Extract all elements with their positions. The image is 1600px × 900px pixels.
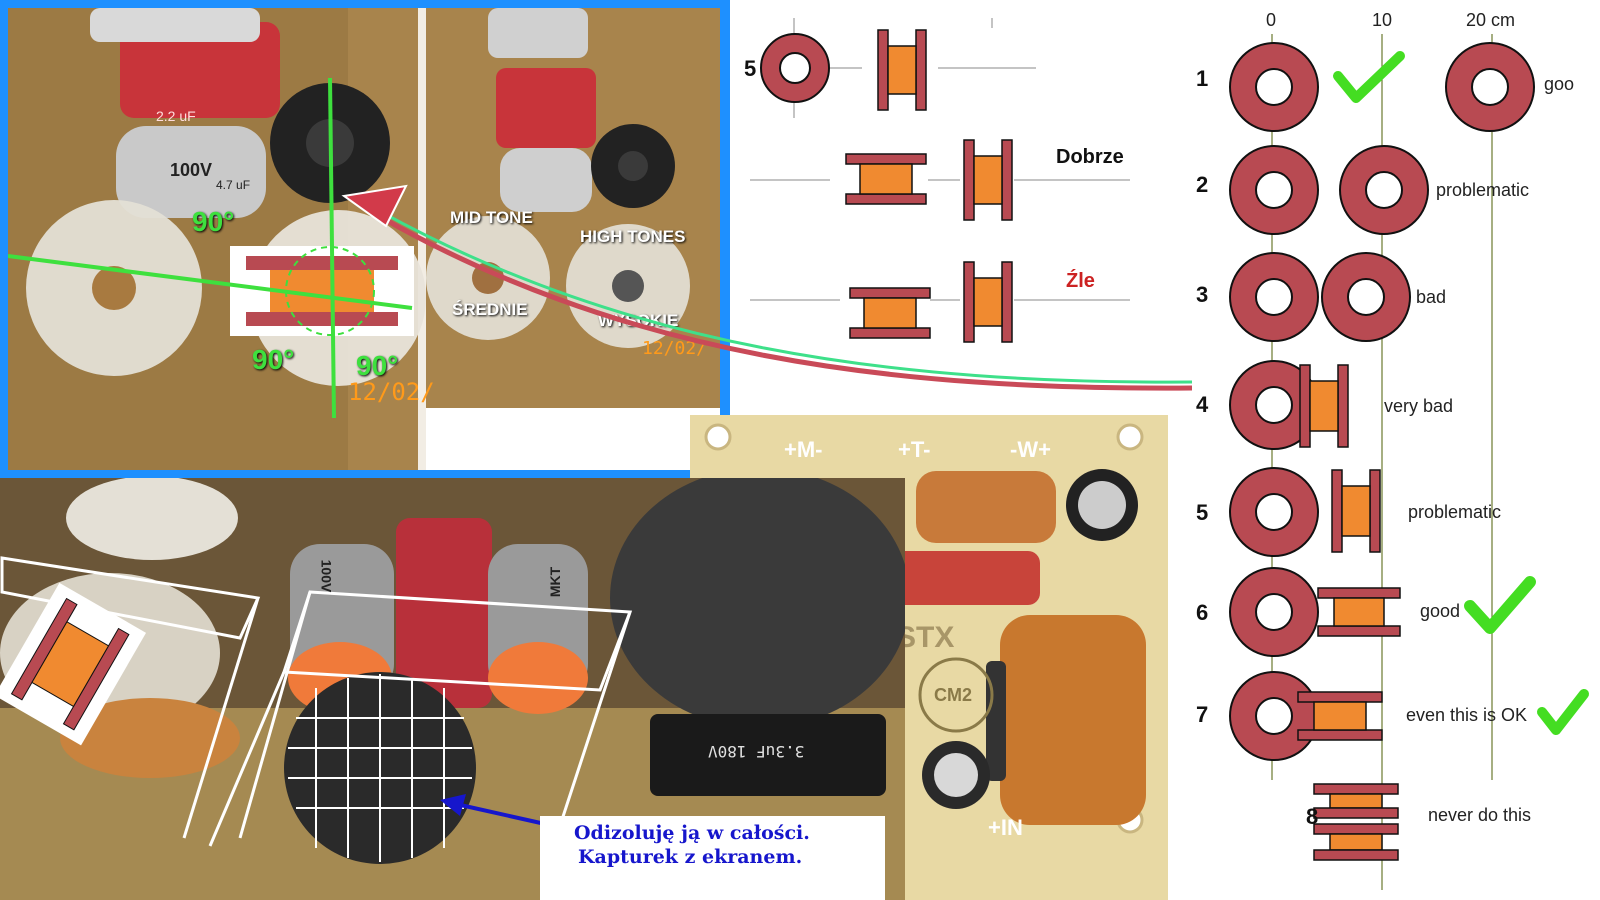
caption-box [540,816,885,900]
row-label-8: never do this [1428,805,1532,825]
pcb-label-stx: STX [896,621,955,654]
row-number-7: 7 [1196,702,1209,727]
row-8-coils [1313,783,1399,861]
row-number-6: 6 [1196,600,1209,625]
row-1-coils [1229,42,1535,132]
row-number-5: 5 [1196,500,1209,525]
coil-placement-guide [1229,34,1589,890]
row-number-2: 2 [1196,172,1209,197]
photo-frame: 90° 90° 90° MID TONE HIGH TONES ŚREDNIE … [0,0,730,478]
photo-date-1: 12/02/ [348,378,435,406]
red-capacitor-2 [496,68,596,148]
check-icon [1464,576,1536,634]
check-icon [1333,51,1405,103]
angle-label-1: 90° [192,206,235,237]
shield-grid [288,674,472,862]
top-coil [916,471,1056,543]
label-dobrze: Dobrze [1056,146,1124,168]
row-number-1: 1 [1196,66,1209,91]
crossover-photo: 90° 90° 90° MID TONE HIGH TONES ŚREDNIE … [8,8,720,470]
row-3-coils [1229,252,1411,342]
pcb-label-in: +IN [988,815,1023,840]
large-black-inductor [610,478,905,728]
black-capacitor [650,714,886,796]
pcb-label-cm2: CM2 [934,685,973,705]
mid-tone-label: MID TONE [450,208,533,227]
row-number-3: 3 [1196,282,1209,307]
row-4-coils [1229,360,1349,450]
row-2-coils [1229,145,1429,235]
board-capacitor-label-2: MKT [547,566,564,598]
row-label-2: problematic [1436,180,1530,200]
label-zle: Źle [1066,270,1095,292]
scale-label-0: 0 [1266,10,1277,30]
board-photo: Odizoluję ją w całości. Kapturek z ekran… [0,478,905,900]
guide-line-vertical [328,77,336,419]
row-7-coils [1229,671,1383,761]
capacitor-label-3: 4.7 uF [216,178,251,192]
bottom-spool-1 [66,478,238,560]
row-number-8: 8 [1306,804,1319,829]
srednie-label: ŚREDNIE [452,300,528,319]
middle-row-number: 5 [744,56,757,81]
guide-line-horizontal [8,254,413,310]
wireframe-outline [0,556,633,847]
pcb-label-m: +M- [784,437,823,462]
wysokie-label: WYSOKIE [598,311,679,330]
angle-label-2: 90° [252,344,295,375]
pcb-label-t: +T- [898,437,931,462]
capacitor-label-2: 100V [170,160,213,180]
check-icon [1537,689,1589,735]
row-label-4: very bad [1384,396,1454,416]
caption-line-1: Odizoluję ją w całości. [574,822,810,844]
caption-line-2: Kapturek z ekranem. [578,846,803,868]
row-6-coils [1229,567,1401,657]
row-5-coils [1229,467,1381,557]
row-label-3: bad [1416,287,1447,307]
board-black-cap-label: 3.3uF 180V [708,742,805,761]
pcb-red-capacitor [890,551,1040,605]
board-capacitor-label-1: 100V [318,559,335,593]
scale-label-20: 20 cm [1466,10,1516,30]
row-label-5: problematic [1408,502,1502,522]
grey-capacitor [116,126,266,218]
photo-date-2: 12/02/ [642,338,708,359]
middle-examples [750,18,1130,343]
bottom-red-capacitor [396,518,492,708]
grey-capacitor-2 [500,148,592,212]
row-number-4: 4 [1196,392,1209,417]
large-coil [1000,615,1146,825]
capacitor-label-1: 2.2 uF [156,108,196,124]
high-tones-label: HIGH TONES [580,227,686,246]
inset-coil-diagram [0,582,147,746]
scale-label-10: 10 [1372,10,1393,30]
row-label-7: even this is OK [1406,705,1528,725]
pcb-label-w: -W+ [1010,437,1051,462]
row-label-1: goo [1544,74,1575,94]
red-capacitor [120,22,280,118]
row-label-6: good [1420,601,1461,621]
